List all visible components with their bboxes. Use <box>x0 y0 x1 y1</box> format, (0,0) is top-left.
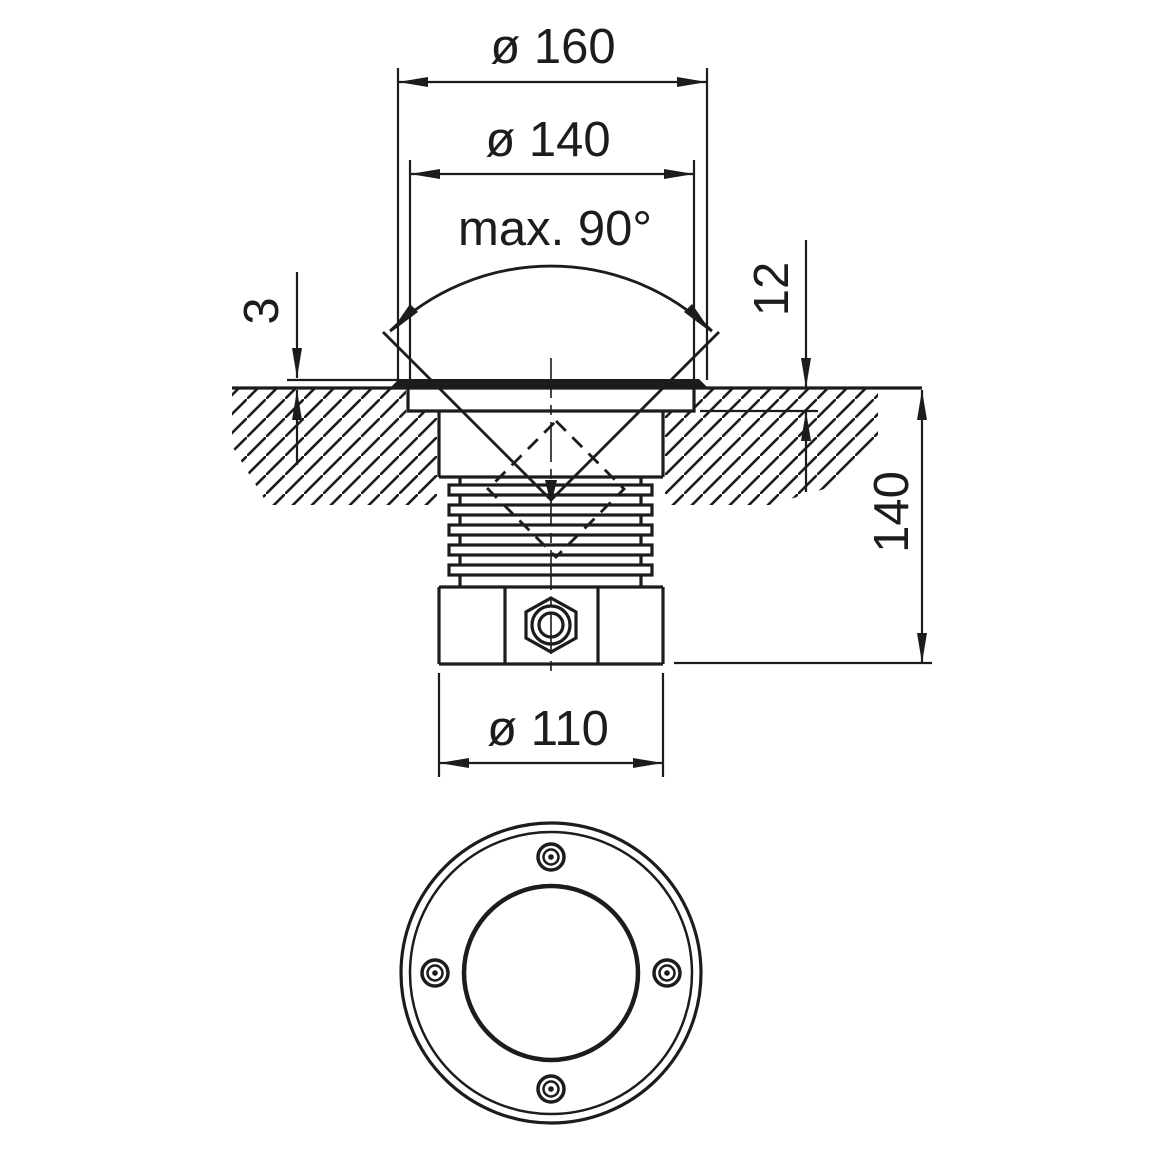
arrowhead <box>664 169 694 179</box>
dimension-flange-recess: 12 <box>700 240 818 492</box>
dim-label-install-depth: 140 <box>865 471 919 553</box>
dimension-install-depth: 140 <box>674 390 932 665</box>
tilted-lamp-dashed-outline <box>486 419 626 559</box>
screw-inner-ring <box>542 848 560 866</box>
screw-inner-ring <box>426 964 444 982</box>
arrowhead <box>398 77 428 87</box>
dimension-body-diameter: ø 110 <box>437 673 665 777</box>
dim-label-protrusion: 3 <box>235 297 289 324</box>
screw-right <box>652 958 682 988</box>
dim-label-max-tilt: max. 90° <box>458 202 652 256</box>
arrowhead <box>410 169 440 179</box>
screw-center-dot <box>664 970 670 976</box>
arrowhead <box>633 758 663 768</box>
dimension-outer-diameter: ø 160 <box>396 20 709 380</box>
screw-head-ring <box>536 842 566 872</box>
plan-outer-rim <box>399 821 703 1125</box>
dim-label-body-diameter: ø 110 <box>487 702 609 756</box>
arrowhead <box>292 348 302 378</box>
arrowhead <box>292 390 302 420</box>
plan-glass-aperture <box>461 883 641 1063</box>
arc-arrowhead-left <box>390 304 418 333</box>
tilt-angle-arc <box>389 264 713 333</box>
side-section-view: ø 160 ø 140 max. 90° 3 <box>232 20 932 777</box>
arrowhead <box>801 358 811 388</box>
dim-label-outer-diameter: ø 160 <box>490 20 615 74</box>
screw-inner-ring <box>542 1080 560 1098</box>
screw-top <box>536 842 566 872</box>
screw-head-ring <box>420 958 450 988</box>
arrowhead <box>801 411 811 441</box>
dimension-protrusion: 3 <box>235 272 399 465</box>
screw-inner-ring <box>658 964 676 982</box>
arrowhead <box>439 758 469 768</box>
beam-vertex-arrow <box>545 480 557 505</box>
soil-hatch-left <box>232 389 437 505</box>
screw-center-dot <box>548 1086 554 1092</box>
screw-bottom <box>536 1074 566 1104</box>
dim-label-flange-recess: 12 <box>745 262 799 317</box>
cover-plate <box>390 379 708 388</box>
dim-label-flange-diameter: ø 140 <box>485 113 610 167</box>
arc-arrowhead-right <box>684 304 712 333</box>
arrowhead <box>677 77 707 87</box>
dimension-flange-diameter: ø 140 <box>408 113 696 380</box>
soil-hatch-right <box>665 389 878 505</box>
plan-outer-rim-inner-edge <box>408 830 694 1116</box>
arrowhead <box>917 390 927 420</box>
screw-left <box>420 958 450 988</box>
screw-center-dot <box>432 970 438 976</box>
screw-head-ring <box>652 958 682 988</box>
screw-center-dot <box>548 854 554 860</box>
screw-head-ring <box>536 1074 566 1104</box>
arrowhead <box>917 633 927 663</box>
plan-view <box>399 821 703 1125</box>
beam-line-right <box>550 331 720 501</box>
